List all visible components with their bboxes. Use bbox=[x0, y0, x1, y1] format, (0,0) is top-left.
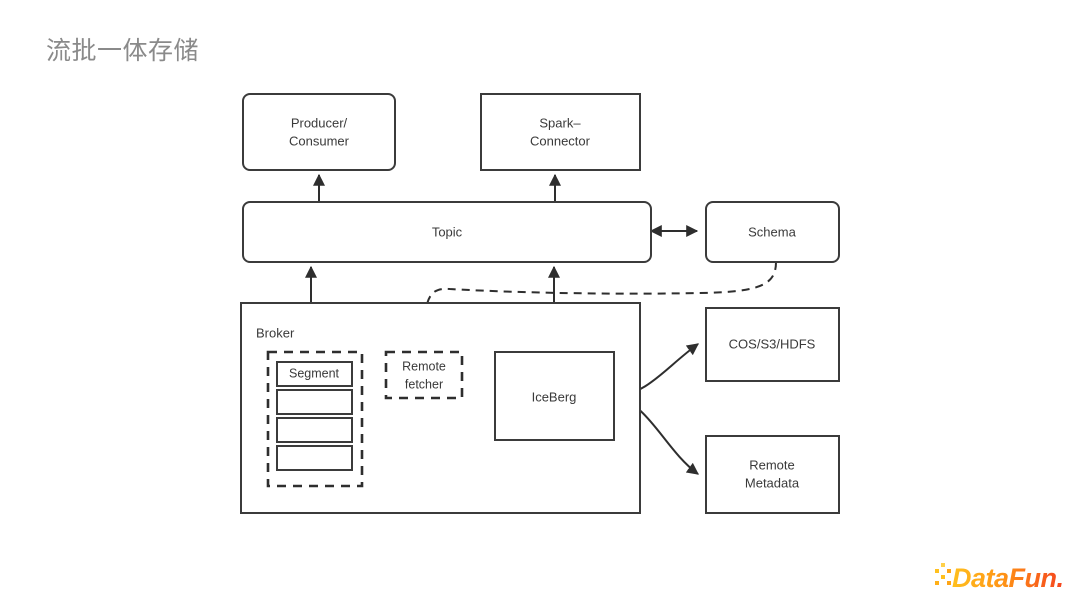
segment-item-3-box[interactable] bbox=[276, 417, 353, 443]
cos-s3-hdfs-box[interactable] bbox=[705, 307, 840, 382]
remote-fetcher-label-line1: Remote bbox=[402, 359, 446, 373]
segment-item-2-box[interactable] bbox=[276, 389, 353, 415]
node-remote-metadata[interactable]: Remote Metadata bbox=[705, 435, 840, 514]
remote-metadata-box[interactable] bbox=[705, 435, 840, 514]
producer-consumer-label-line2: Consumer bbox=[289, 133, 350, 148]
spark-connector-label-line2: Connector bbox=[530, 133, 591, 148]
node-schema[interactable]: Schema bbox=[705, 201, 840, 263]
topic-box[interactable] bbox=[242, 201, 652, 263]
cos-s3-hdfs-label: COS/S3/HDFS bbox=[729, 336, 816, 351]
node-spark-connector[interactable]: Spark– Connector bbox=[480, 93, 641, 171]
segment-item-4-box[interactable] bbox=[276, 445, 353, 471]
logo-text-dot: . bbox=[1057, 563, 1064, 593]
node-remote-fetcher[interactable]: Remote fetcher bbox=[384, 350, 464, 400]
node-cos-s3-hdfs[interactable]: COS/S3/HDFS bbox=[705, 307, 840, 382]
segment-item-1-label: Segment bbox=[289, 366, 340, 380]
topic-label: Topic bbox=[432, 224, 463, 239]
remote-fetcher-box[interactable] bbox=[384, 350, 464, 400]
node-segment-group[interactable]: Segment bbox=[266, 350, 364, 488]
logo-text-data: Data bbox=[952, 563, 1009, 593]
node-producer-consumer[interactable]: Producer/ Consumer bbox=[242, 93, 396, 171]
spark-connector-label-line1: Spark– bbox=[539, 115, 581, 130]
segment-group-box[interactable] bbox=[266, 350, 364, 488]
producer-consumer-box[interactable] bbox=[242, 93, 396, 171]
node-topic[interactable]: Topic bbox=[242, 201, 652, 263]
spark-connector-box[interactable] bbox=[480, 93, 641, 171]
logo-dots-icon bbox=[935, 563, 951, 585]
remote-metadata-label-line2: Metadata bbox=[745, 475, 800, 490]
iceberg-box[interactable] bbox=[494, 351, 615, 441]
schema-box[interactable] bbox=[705, 201, 840, 263]
remote-metadata-label-line1: Remote bbox=[749, 457, 795, 472]
iceberg-label: IceBerg bbox=[532, 389, 577, 404]
segment-item-1-box[interactable] bbox=[276, 361, 353, 387]
logo-text-fun: Fun bbox=[1009, 563, 1057, 593]
datafun-logo: DataFun. bbox=[935, 563, 1064, 593]
page-title: 流批一体存储 bbox=[46, 37, 200, 65]
node-iceberg[interactable]: IceBerg bbox=[494, 351, 615, 441]
edge-schema-to-remote-fetcher bbox=[418, 261, 777, 345]
schema-label: Schema bbox=[748, 224, 796, 239]
logo-wordmark: DataFun. bbox=[952, 563, 1064, 593]
remote-fetcher-label-line2: fetcher bbox=[405, 377, 443, 391]
producer-consumer-label-line1: Producer/ bbox=[291, 115, 348, 130]
broker-label: Broker bbox=[256, 325, 295, 340]
